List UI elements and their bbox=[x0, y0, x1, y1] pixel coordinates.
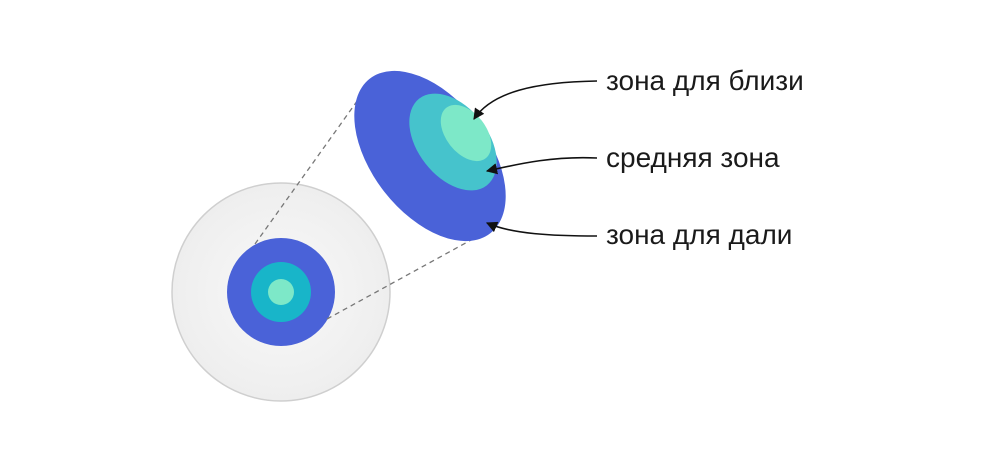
connector-line-top bbox=[254, 96, 361, 245]
arrow-far-zone bbox=[485, 221, 598, 237]
label-middle-zone: средняя зона bbox=[606, 142, 780, 173]
lens-front-view bbox=[227, 238, 335, 346]
arrow-near-zone bbox=[473, 80, 598, 120]
arrow-middle-zone bbox=[485, 156, 598, 175]
label-near-zone: зона для близи bbox=[606, 65, 804, 96]
lens-front-near-zone bbox=[268, 279, 294, 305]
label-far-zone: зона для дали bbox=[606, 219, 792, 250]
connector-line-bottom bbox=[326, 233, 483, 320]
